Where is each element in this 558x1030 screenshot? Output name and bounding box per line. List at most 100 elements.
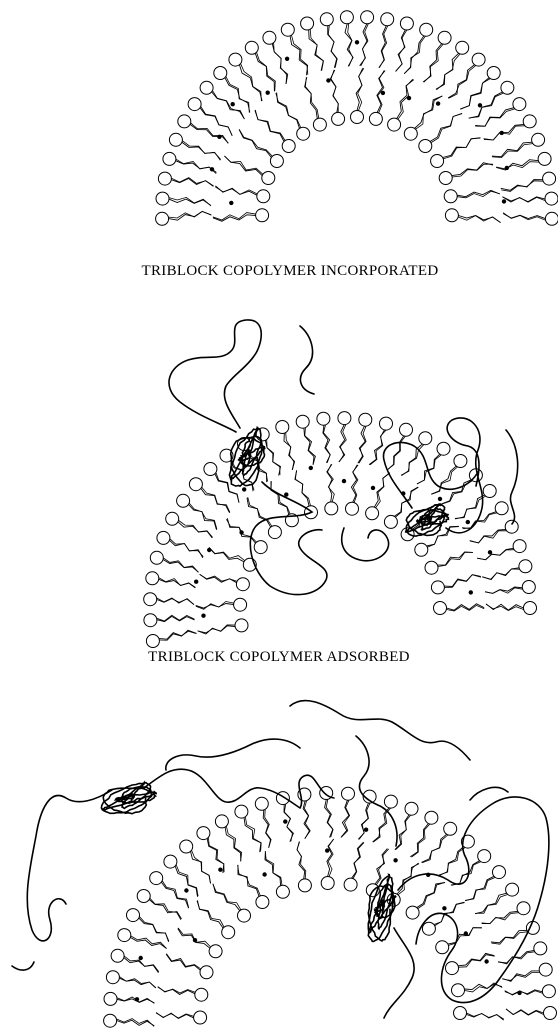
lipid-tail: [213, 215, 256, 222]
lipid-headgroup: [436, 941, 449, 954]
lipid-tail: [265, 810, 271, 848]
lipid-tail: [131, 936, 167, 949]
lipid-headgroup: [222, 926, 235, 939]
lipid-headgroup: [204, 463, 217, 476]
lipid-tail: [241, 64, 262, 101]
lipid-headgroup: [270, 155, 283, 168]
lipid-headgroup: [144, 614, 157, 627]
core-dot: [342, 479, 346, 483]
lipid-tail: [469, 93, 504, 118]
lipid-tail: [197, 900, 223, 928]
lipid-headgroup: [419, 140, 432, 153]
core-dot: [309, 466, 313, 470]
lipid-headgroup: [194, 1011, 207, 1024]
lipid-tail: [310, 29, 323, 70]
lipid-headgroup: [195, 988, 208, 1001]
lipid-headgroup: [180, 840, 193, 853]
lipid-tail: [431, 466, 456, 494]
lipid-tail: [457, 191, 499, 198]
pendant-chain: [300, 326, 314, 394]
lipid-headgroup: [361, 11, 374, 24]
lipid-headgroup: [106, 971, 119, 984]
lipid-headgroup: [406, 906, 419, 919]
core-dot: [436, 101, 440, 105]
lipid-headgroup: [301, 17, 314, 30]
lipid-headgroup: [118, 929, 131, 942]
pendant-chain: [356, 736, 397, 846]
core-dot: [407, 96, 411, 100]
lipid-tail: [215, 187, 257, 195]
core-dot: [517, 991, 521, 995]
lipid-tail: [438, 552, 473, 565]
lipid-headgroup: [256, 209, 269, 222]
lipid-tail: [437, 54, 460, 90]
lipid-tail: [255, 53, 274, 91]
lipid-headgroup: [150, 551, 163, 564]
core-dot: [231, 102, 235, 106]
lipid-headgroup: [209, 945, 222, 958]
lipid-headgroup: [325, 502, 338, 515]
lipid-headgroup: [234, 598, 247, 611]
lipid-headgroup: [452, 984, 465, 997]
lipid-headgroup: [543, 172, 556, 185]
lipid-tail: [304, 428, 314, 465]
lipid-tail: [295, 470, 309, 506]
lipid-tail: [445, 575, 482, 588]
pendant-chain: [12, 962, 34, 970]
core-dot: [484, 959, 488, 963]
core-dot: [326, 78, 330, 82]
lipid-headgroup: [359, 413, 372, 426]
core-dot: [218, 868, 222, 872]
lipid-headgroup: [524, 602, 537, 615]
lipid-headgroup: [501, 81, 514, 94]
lipid-headgroup: [200, 966, 213, 979]
lipid-tail: [216, 473, 239, 503]
core-dot: [505, 166, 509, 170]
pendant-chain: [398, 797, 549, 1003]
lipid-headgroup: [446, 962, 459, 975]
lipid-tail: [183, 141, 221, 161]
lipid-tail: [325, 800, 333, 838]
lipid-tail: [272, 44, 287, 85]
lipid-headgroup: [146, 572, 159, 585]
lipid-headgroup: [320, 13, 333, 26]
core-dot: [194, 580, 198, 584]
lipid-headgroup: [513, 540, 526, 553]
core-dot: [469, 590, 473, 594]
lipid-headgroup: [351, 111, 364, 124]
lipid-headgroup: [178, 115, 191, 128]
core-dot: [207, 548, 211, 552]
lipid-headgroup: [472, 53, 485, 66]
lipid-headgroup: [104, 1014, 117, 1027]
lipid-headgroup: [425, 561, 438, 574]
lipid-tail: [191, 851, 211, 883]
lipid-tail: [196, 604, 234, 609]
core-dot: [229, 201, 233, 205]
lipid-headgroup: [156, 192, 169, 205]
lipid-headgroup: [420, 23, 433, 36]
lipid-tail: [196, 602, 234, 610]
core-dot: [201, 614, 205, 618]
lipid-headgroup: [478, 850, 491, 863]
lipid-headgroup: [445, 209, 458, 222]
lipid-tail: [465, 983, 503, 992]
core-dot: [266, 91, 270, 95]
lipid-tail: [225, 78, 250, 113]
lipid-headgroup: [200, 81, 213, 94]
core-dot: [371, 486, 375, 490]
lipid-tail: [295, 470, 310, 505]
lipid-headgroup: [405, 802, 418, 815]
lipid-tail: [276, 93, 301, 128]
lipid-tail: [200, 108, 232, 136]
lipid-headgroup: [505, 520, 518, 533]
lipid-tail: [401, 444, 422, 475]
lipid-headgroup: [539, 963, 552, 976]
lipid-headgroup: [127, 909, 140, 922]
lipid-headgroup: [321, 877, 334, 890]
lipid-tail: [482, 913, 519, 924]
pendant-chain: [384, 928, 414, 1018]
lipid-tail: [213, 91, 245, 119]
lipid-headgroup: [313, 118, 326, 131]
lipid-headgroup: [344, 878, 357, 891]
core-dot: [500, 131, 504, 135]
